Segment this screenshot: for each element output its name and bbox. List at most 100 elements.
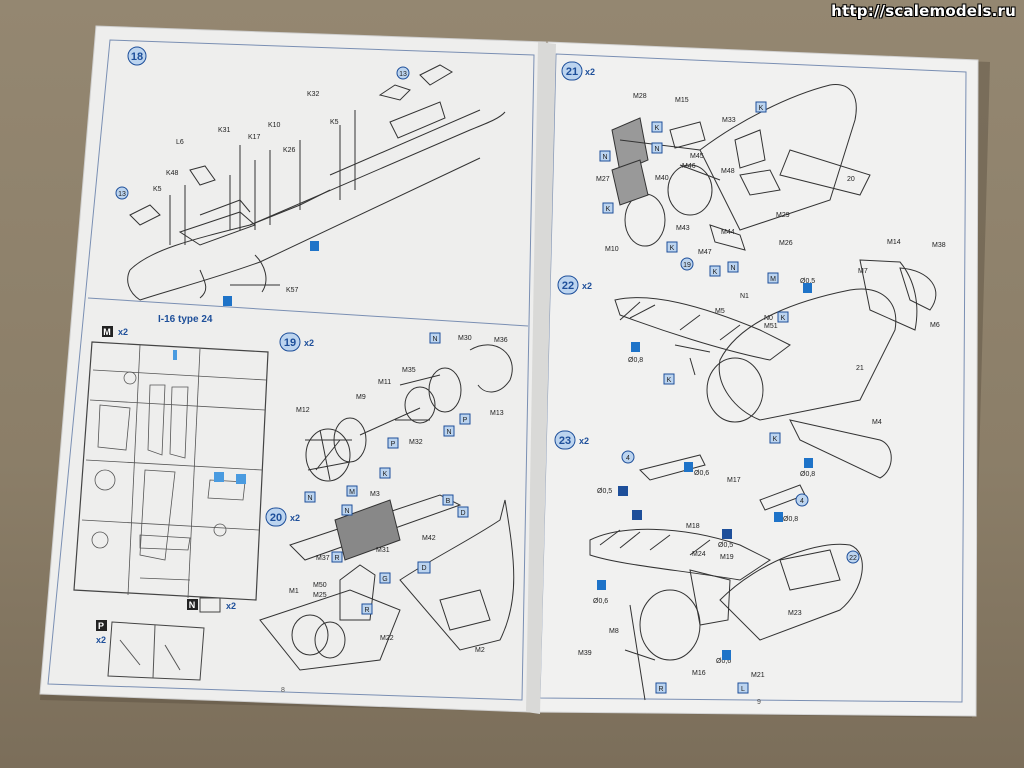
step23-callouts: 4 4 M17 Ø0,6 Ø0,5 M18 Ø0,8 Ø0,5 M24 M19 … bbox=[578, 450, 860, 694]
step22-callouts: M14 M38 N1 M5 N0 M51 M7 M6 M4 21 Ø0,5 Ø0… bbox=[628, 239, 946, 478]
step-23-marker: 23 x2 bbox=[554, 430, 589, 450]
svg-text:Ø0,5: Ø0,5 bbox=[800, 278, 815, 285]
svg-text:M21: M21 bbox=[751, 672, 765, 679]
svg-text:Ø0,8: Ø0,8 bbox=[783, 516, 798, 523]
svg-text:M4: M4 bbox=[872, 419, 882, 426]
svg-text:M37: M37 bbox=[316, 555, 330, 562]
svg-text:M7: M7 bbox=[858, 268, 868, 275]
step-20-marker: 20 x2 bbox=[265, 507, 300, 527]
svg-text:K17: K17 bbox=[248, 134, 261, 141]
right-page-number: 9 bbox=[757, 699, 761, 706]
svg-text:K5: K5 bbox=[330, 119, 339, 126]
svg-text:N: N bbox=[307, 495, 312, 502]
svg-text:M19: M19 bbox=[720, 554, 734, 561]
right-page: 21 x2 M28 M15 M33 M27 M45 M46 M40 M48 M4… bbox=[526, 41, 979, 717]
svg-text:M22: M22 bbox=[380, 635, 394, 642]
step-18-marker: 18 bbox=[127, 46, 147, 66]
step18-callouts: 13 K32 K31 K17 K10 K26 K5 L6 K48 K5 13 K… bbox=[115, 66, 410, 306]
svg-text:M: M bbox=[103, 327, 111, 337]
svg-text:K: K bbox=[773, 436, 778, 443]
svg-text:M14: M14 bbox=[887, 239, 901, 246]
svg-text:L6: L6 bbox=[176, 139, 184, 146]
svg-text:K10: K10 bbox=[268, 122, 281, 129]
svg-text:20: 20 bbox=[847, 176, 855, 183]
step-18-number: 18 bbox=[131, 51, 143, 63]
left-page-number: 8 bbox=[281, 687, 285, 694]
svg-text:K48: K48 bbox=[166, 170, 179, 177]
svg-text:R: R bbox=[364, 607, 369, 614]
svg-text:M5: M5 bbox=[715, 308, 725, 315]
svg-text:K31: K31 bbox=[218, 127, 231, 134]
svg-text:M25: M25 bbox=[313, 592, 327, 599]
aircraft-drawing-step22 bbox=[614, 259, 937, 479]
svg-text:x2: x2 bbox=[579, 436, 589, 446]
svg-text:M33: M33 bbox=[722, 117, 736, 124]
engine-drawing-step19 bbox=[305, 344, 513, 482]
svg-text:N: N bbox=[730, 265, 735, 272]
svg-text:4: 4 bbox=[626, 455, 630, 462]
svg-text:M13: M13 bbox=[490, 410, 504, 417]
svg-text:K: K bbox=[713, 269, 718, 276]
svg-text:M9: M9 bbox=[356, 394, 366, 401]
svg-text:K: K bbox=[606, 206, 611, 213]
svg-text:M36: M36 bbox=[494, 337, 508, 344]
svg-text:x2: x2 bbox=[96, 635, 106, 645]
svg-text:Ø0,5: Ø0,5 bbox=[597, 488, 612, 495]
svg-text:M48: M48 bbox=[721, 168, 735, 175]
sprue-P-diagram: P x2 bbox=[96, 620, 205, 681]
svg-text:L: L bbox=[741, 686, 745, 693]
svg-text:M27: M27 bbox=[596, 176, 610, 183]
svg-text:M23: M23 bbox=[788, 610, 802, 617]
svg-text:K: K bbox=[670, 245, 675, 252]
airframe-drawing-step21 bbox=[611, 84, 871, 251]
svg-text:M45: M45 bbox=[690, 153, 704, 160]
svg-text:N: N bbox=[446, 429, 451, 436]
svg-text:M16: M16 bbox=[692, 670, 706, 677]
svg-text:M35: M35 bbox=[402, 367, 416, 374]
svg-text:x2: x2 bbox=[226, 601, 236, 611]
svg-text:20: 20 bbox=[270, 512, 282, 524]
svg-text:M11: M11 bbox=[378, 379, 391, 386]
svg-text:M51: M51 bbox=[764, 323, 778, 330]
svg-text:22: 22 bbox=[849, 555, 857, 562]
svg-text:M: M bbox=[349, 489, 355, 496]
step-21-marker: 21 x2 bbox=[561, 61, 595, 81]
svg-text:x2: x2 bbox=[585, 67, 595, 77]
svg-text:M43: M43 bbox=[676, 225, 690, 232]
model-subtitle: I-16 type 24 bbox=[158, 314, 213, 325]
svg-text:K: K bbox=[667, 377, 672, 384]
svg-text:M28: M28 bbox=[633, 93, 647, 100]
left-page: 18 13 K32 K31 K17 K1 bbox=[39, 25, 547, 713]
svg-text:M40: M40 bbox=[655, 175, 669, 182]
svg-text:R: R bbox=[334, 555, 339, 562]
svg-text:4: 4 bbox=[800, 498, 804, 505]
svg-text:M44: M44 bbox=[721, 229, 735, 236]
step20-callouts: M3 M42 M37 M31 M50 M25 M1 M22 M2 B D D G… bbox=[289, 491, 485, 654]
svg-text:G: G bbox=[382, 576, 387, 583]
svg-text:K: K bbox=[759, 105, 764, 112]
svg-text:M46: M46 bbox=[682, 163, 696, 170]
svg-text:M3: M3 bbox=[370, 491, 380, 498]
step-22-marker: 22 x2 bbox=[557, 275, 592, 295]
svg-text:N: N bbox=[344, 508, 349, 515]
svg-text:M2: M2 bbox=[475, 647, 485, 654]
svg-text:D: D bbox=[460, 510, 465, 517]
step21-callouts: M28 M15 M33 M27 M45 M46 M40 M48 M43 M44 … bbox=[596, 93, 855, 277]
svg-text:K26: K26 bbox=[283, 147, 296, 154]
svg-text:Ø0,6: Ø0,6 bbox=[694, 470, 709, 477]
svg-text:x2: x2 bbox=[290, 513, 300, 523]
svg-text:R: R bbox=[658, 686, 663, 693]
svg-text:Ø0,6: Ø0,6 bbox=[593, 598, 608, 605]
svg-text:Ø0,6: Ø0,6 bbox=[716, 658, 731, 665]
svg-text:M39: M39 bbox=[578, 650, 592, 657]
svg-text:K: K bbox=[781, 315, 786, 322]
svg-text:P: P bbox=[98, 621, 104, 631]
svg-text:M42: M42 bbox=[422, 535, 436, 542]
svg-text:M29: M29 bbox=[776, 212, 790, 219]
svg-text:13: 13 bbox=[399, 71, 407, 78]
svg-text:N0: N0 bbox=[764, 315, 773, 322]
svg-text:M30: M30 bbox=[458, 335, 472, 342]
svg-text:M18: M18 bbox=[686, 523, 700, 530]
svg-text:Ø0,8: Ø0,8 bbox=[800, 471, 815, 478]
